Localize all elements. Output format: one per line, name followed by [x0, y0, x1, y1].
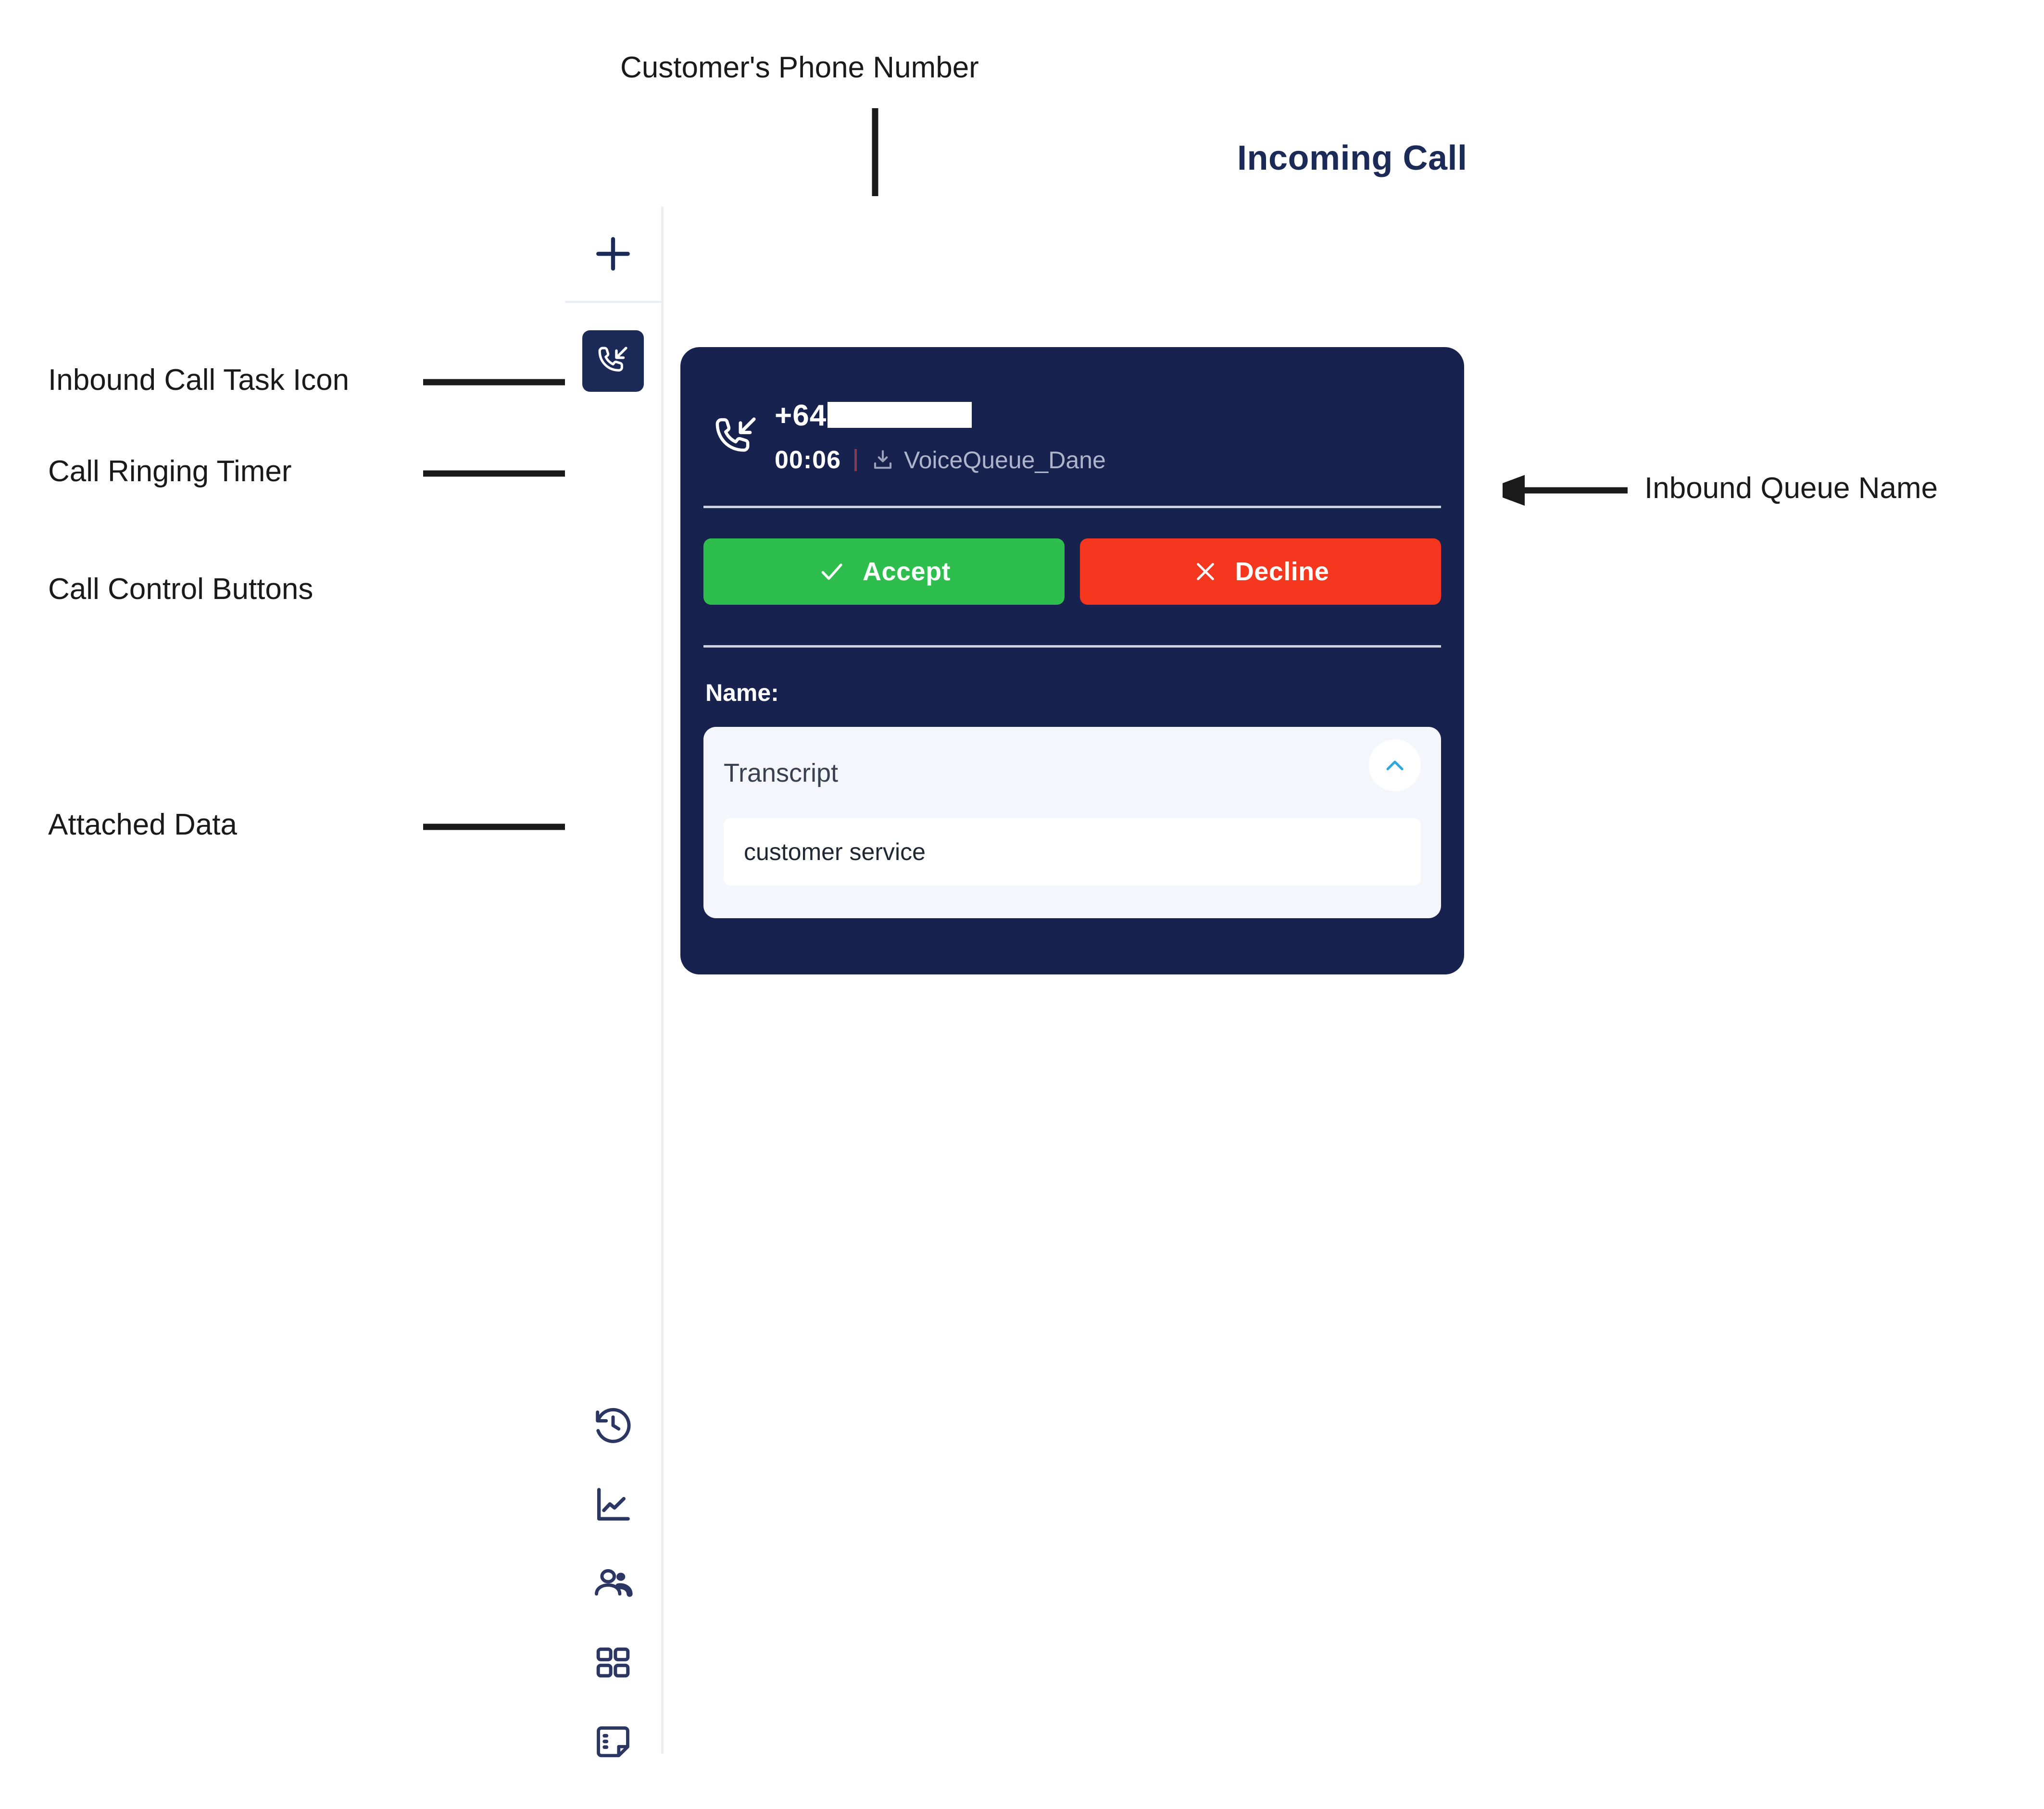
caller-phone-number-text: +64	[775, 399, 827, 432]
apps-grid-icon	[596, 1647, 630, 1678]
incoming-call-card: +64 00:06 VoiceQueue_Dane	[680, 347, 1464, 974]
close-x-icon	[1196, 563, 1214, 580]
sidebar-item-analytics[interactable]	[565, 1469, 661, 1541]
card-divider-bottom	[703, 645, 1441, 648]
sidebar-divider	[565, 301, 661, 303]
caller-phone-number: +64	[775, 400, 1106, 431]
notes-icon	[597, 1726, 629, 1758]
inbound-call-icon	[598, 347, 627, 372]
contacts-people-icon	[595, 1569, 633, 1597]
inbound-call-task-chip	[582, 330, 644, 392]
annotation-attached-data: Attached Data	[48, 808, 237, 841]
accept-button[interactable]: Accept	[703, 538, 1065, 605]
sidebar-item-apps[interactable]	[565, 1627, 661, 1699]
analytics-line-chart-icon	[597, 1488, 630, 1521]
annotation-customer-phone-number: Customer's Phone Number	[620, 51, 979, 84]
transcript-value: customer service	[744, 838, 926, 865]
caller-details: +64 00:06 VoiceQueue_Dane	[775, 400, 1106, 474]
decline-button-label: Decline	[1235, 557, 1329, 586]
transcript-collapse-button[interactable]	[1369, 739, 1421, 791]
plus-icon	[596, 237, 630, 271]
meta-separator	[854, 449, 857, 472]
user-avatar-button[interactable]: DM	[565, 1803, 661, 1809]
annotation-inbound-queue-name: Inbound Queue Name	[1644, 472, 1938, 505]
sidebar-item-contacts[interactable]	[565, 1548, 661, 1620]
call-control-buttons: Accept Decline	[703, 538, 1441, 605]
inbound-call-direction-icon-wrap	[709, 411, 762, 464]
annotation-arrow-left-to-queue-name	[1483, 475, 1628, 506]
sidebar-item-notes[interactable]	[565, 1707, 661, 1779]
inbound-queue-icon-wrap	[870, 448, 895, 473]
card-divider-top	[703, 506, 1441, 508]
page-title: Incoming Call	[1237, 139, 1467, 177]
call-meta-row: 00:06 VoiceQueue_Dane	[775, 446, 1106, 474]
transcript-panel: Transcript customer service	[703, 727, 1441, 918]
sidebar-item-inbound-call-task[interactable]	[565, 320, 661, 402]
transcript-header: Transcript	[724, 739, 1421, 799]
accept-button-label: Accept	[862, 557, 951, 586]
check-icon	[821, 563, 842, 580]
chevron-up-icon	[1386, 761, 1404, 771]
history-icon	[596, 1408, 631, 1443]
inbound-call-icon	[715, 417, 756, 452]
transcript-title: Transcript	[724, 759, 839, 787]
call-ringing-timer: 00:06	[775, 446, 841, 474]
annotation-call-ringing-timer: Call Ringing Timer	[48, 455, 292, 488]
annotation-inbound-call-task-icon: Inbound Call Task Icon	[48, 363, 350, 397]
inbound-queue-icon	[874, 450, 892, 469]
annotation-call-control-buttons: Call Control Buttons	[48, 573, 313, 606]
decline-button[interactable]: Decline	[1080, 538, 1441, 605]
transcript-value-field[interactable]: customer service	[724, 818, 1421, 886]
attached-data-name-label: Name:	[705, 679, 779, 706]
sidebar-item-history[interactable]	[565, 1389, 661, 1461]
phone-number-redaction-block	[828, 401, 972, 428]
inbound-queue-name: VoiceQueue_Dane	[904, 447, 1106, 474]
caller-info-row: +64 00:06 VoiceQueue_Dane	[709, 400, 1106, 474]
task-sidebar: DM	[565, 207, 664, 1758]
add-task-button[interactable]	[565, 207, 661, 301]
